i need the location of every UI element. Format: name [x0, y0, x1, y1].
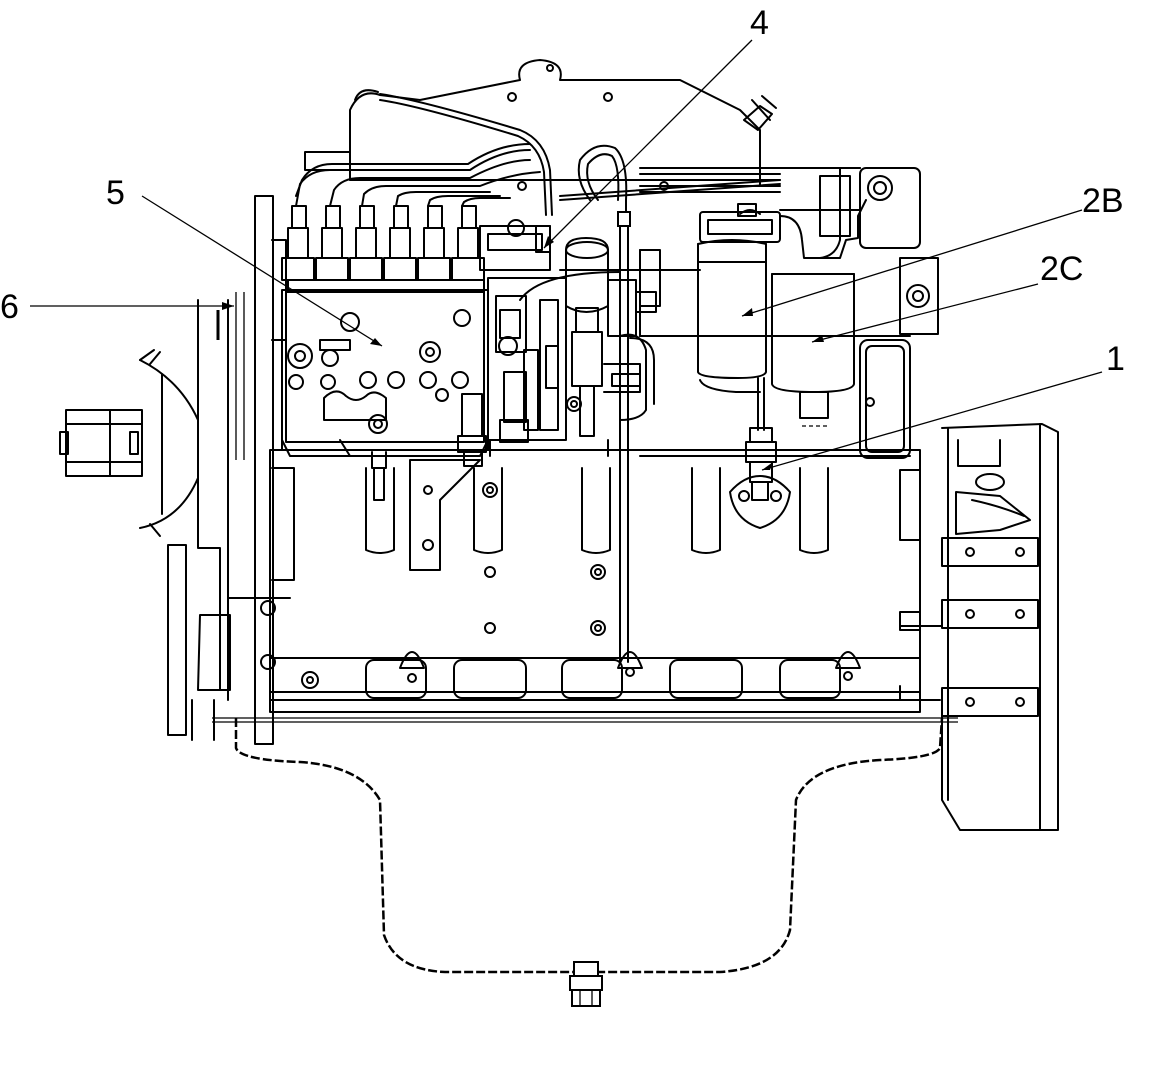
- injector-outlets: [281, 205, 485, 293]
- drain-plug: [569, 961, 603, 1007]
- leader-lines: [30, 39, 1103, 471]
- injection-pump: [281, 205, 489, 501]
- oil-pan: [212, 717, 958, 1007]
- engine-block: [260, 449, 941, 713]
- breather-valve: [743, 95, 777, 131]
- oil-pressure-sensor: [729, 427, 791, 529]
- callout-1: 1: [1106, 340, 1125, 378]
- flywheel-housing: [899, 423, 1059, 831]
- fan-pulley: [59, 349, 199, 537]
- rear-bracket: [639, 167, 939, 459]
- callout-6: 6: [0, 288, 19, 326]
- fuel-filters: [697, 199, 867, 431]
- callout-2c: 2C: [1040, 250, 1083, 288]
- callout-2b: 2B: [1082, 182, 1124, 220]
- front-cover: [167, 195, 295, 745]
- fuel-transfer-pump: [479, 219, 701, 457]
- fuel-lines: [295, 93, 781, 663]
- callout-5: 5: [106, 174, 125, 212]
- callout-4: 4: [750, 4, 769, 42]
